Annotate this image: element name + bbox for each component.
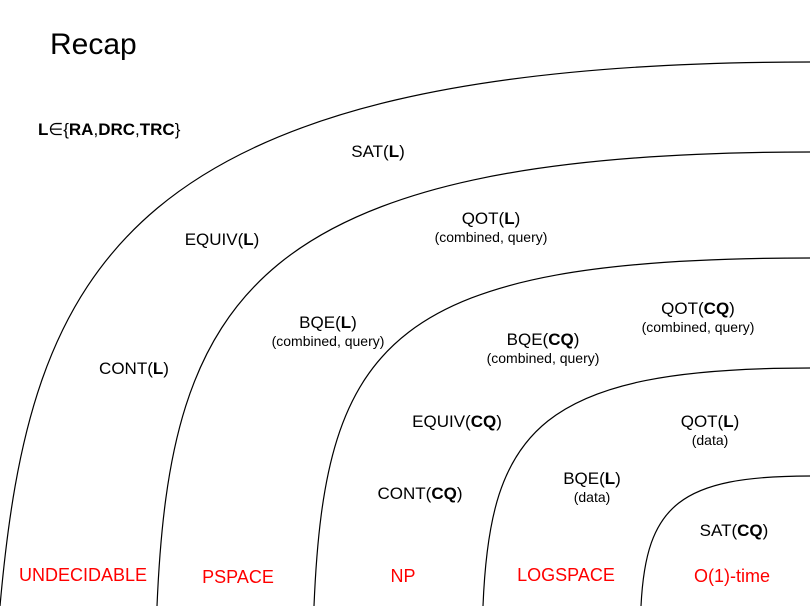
- problem-text: QOT(: [680, 412, 724, 431]
- language-drc: DRC: [98, 120, 136, 139]
- problem-text: ): [615, 469, 621, 488]
- boundary-undecidable-pspace: [0, 61, 810, 607]
- problem-argument: L: [388, 142, 400, 161]
- problem-argument: CQ: [470, 412, 497, 431]
- problem-qualifier: (combined, query): [486, 350, 600, 366]
- problem-bqe-l-combined: BQE(L) (combined, query): [272, 313, 385, 350]
- language-trc: TRC: [139, 120, 175, 139]
- problem-text: EQUIV(: [184, 230, 244, 249]
- language-ra: RA: [68, 120, 94, 139]
- problem-text: BQE(: [299, 313, 341, 332]
- problem-qualifier: (combined, query): [641, 319, 755, 335]
- problem-equiv-l: EQUIV(L): [185, 230, 260, 250]
- problem-text: ): [163, 359, 169, 378]
- problem-text: BQE(: [506, 330, 549, 349]
- boundary-logspace-constant: [482, 367, 810, 607]
- problem-text: ): [762, 521, 769, 540]
- problem-text: SAT(: [699, 521, 738, 540]
- problem-qot-l-data: QOT(L) (data): [681, 412, 740, 449]
- problem-qualifier: (combined, query): [271, 333, 385, 349]
- problem-argument: L: [723, 412, 734, 431]
- problem-argument: CQ: [703, 299, 730, 318]
- language-symbol: L: [38, 120, 49, 139]
- member-symbol: ∈{: [48, 120, 69, 139]
- problem-equiv-cq: EQUIV(CQ): [412, 412, 502, 432]
- problem-text: BQE(: [563, 469, 605, 488]
- problem-text: ): [514, 209, 521, 228]
- separator: }: [174, 120, 181, 139]
- problem-cont-cq: CONT(CQ): [378, 484, 463, 504]
- problem-bqe-cq-combined: BQE(CQ) (combined, query): [487, 330, 600, 367]
- problem-argument: L: [152, 359, 164, 378]
- class-np: NP: [390, 566, 416, 586]
- problem-argument: CQ: [548, 330, 574, 349]
- problem-text: ): [253, 230, 260, 249]
- problem-text: CONT(: [377, 484, 432, 503]
- problem-argument: L: [243, 230, 254, 249]
- problem-sat-l: SAT(L): [351, 142, 405, 162]
- class-pspace: PSPACE: [202, 567, 274, 587]
- problem-text: SAT(: [351, 142, 389, 161]
- problem-text: ): [496, 412, 502, 431]
- problem-text: QOT(: [661, 299, 704, 318]
- boundary-constant-inner: [640, 475, 810, 607]
- page-title: Recap: [50, 28, 137, 61]
- problem-argument: L: [604, 469, 616, 488]
- problem-bqe-l-data: BQE(L) (data): [563, 469, 621, 506]
- problem-qot-l-combined: QOT(L) (combined, query): [435, 209, 548, 246]
- problem-text: ): [729, 299, 735, 318]
- problem-text: EQUIV(: [412, 412, 471, 431]
- separator: ,: [93, 120, 99, 139]
- class-constant-time: O(1)-time: [694, 566, 770, 586]
- problem-text: QOT(: [461, 209, 505, 228]
- separator: ,: [135, 120, 140, 139]
- problem-text: ): [399, 142, 405, 161]
- problem-text: ): [456, 484, 463, 503]
- problem-qot-cq-combined: QOT(CQ) (combined, query): [642, 299, 755, 336]
- class-logspace: LOGSPACE: [517, 565, 615, 585]
- language-set: L∈{RA,DRC,TRC}: [38, 120, 180, 140]
- problem-qualifier: (data): [691, 432, 729, 448]
- problem-argument: CQ: [431, 484, 457, 503]
- problem-text: ): [573, 330, 580, 349]
- problem-argument: L: [504, 209, 515, 228]
- problem-argument: CQ: [737, 521, 763, 540]
- problem-text: ): [351, 313, 357, 332]
- problem-cont-l: CONT(L): [99, 359, 169, 379]
- boundary-pspace-np: [156, 151, 810, 607]
- problem-text: CONT(: [99, 359, 153, 378]
- problem-argument: L: [340, 313, 352, 332]
- problem-qualifier: (combined, query): [434, 229, 548, 245]
- problem-sat-cq: SAT(CQ): [700, 521, 769, 541]
- problem-qualifier: (data): [573, 489, 611, 505]
- class-undecidable: UNDECIDABLE: [18, 565, 148, 585]
- boundary-np-logspace: [313, 257, 810, 607]
- problem-text: ): [733, 412, 740, 431]
